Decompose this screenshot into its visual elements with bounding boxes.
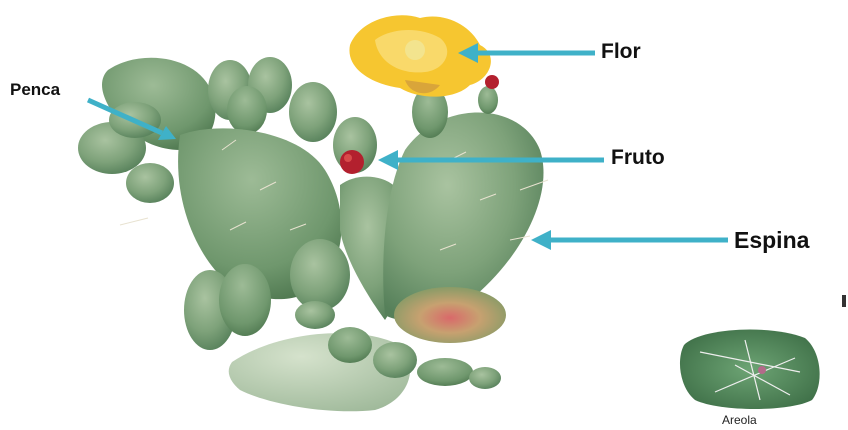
- pad-small: [289, 82, 337, 142]
- edge-mark: [842, 295, 846, 307]
- areola-inset: [680, 330, 820, 409]
- label-penca: Penca: [10, 80, 60, 100]
- pad-small: [478, 86, 498, 114]
- pad-small: [126, 163, 174, 203]
- label-espina: Espina: [734, 227, 809, 254]
- pad-small: [227, 86, 267, 134]
- pad-small: [373, 342, 417, 378]
- red-fruit: [340, 150, 364, 174]
- pad-fruit: [394, 287, 506, 343]
- pad-small: [290, 239, 350, 311]
- label-areola: Areola: [722, 413, 757, 427]
- red-fruit: [344, 154, 352, 162]
- cactus-illustration: [78, 15, 548, 411]
- red-fruit-small: [485, 75, 499, 89]
- pad-small: [295, 301, 335, 329]
- arrow-espina: [531, 230, 728, 250]
- label-flor: Flor: [601, 40, 641, 64]
- pad-small: [219, 264, 271, 336]
- label-fruto: Fruto: [611, 146, 665, 170]
- pad-small: [469, 367, 501, 389]
- pad-small: [417, 358, 473, 386]
- pad-small: [328, 327, 372, 363]
